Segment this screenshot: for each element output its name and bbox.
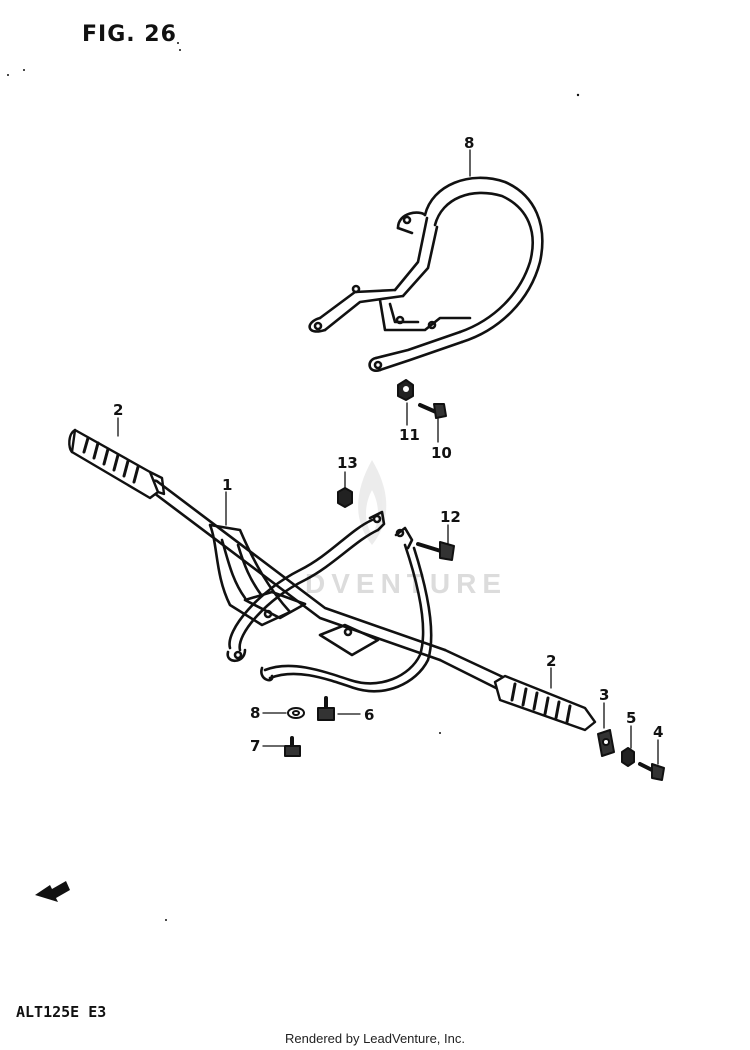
callout-4: 4 <box>653 723 664 741</box>
part-6-bolt <box>317 696 335 721</box>
leader-lines-top <box>344 149 471 546</box>
part-5-nut <box>621 747 635 767</box>
callout-7: 7 <box>250 737 261 755</box>
callout-11: 11 <box>399 426 420 444</box>
fwd-arrow-icon <box>35 881 70 902</box>
part-8-washer <box>287 707 305 719</box>
part-4-bolt <box>638 762 665 781</box>
part-9-rear-guard <box>308 176 544 372</box>
figure-title: FIG. 26 <box>82 22 177 47</box>
part-13-nut <box>337 487 353 508</box>
callout-13: 13 <box>337 454 358 472</box>
callout-3: 3 <box>599 686 610 704</box>
part-12-bolt <box>416 541 455 561</box>
callout-6: 6 <box>364 706 375 724</box>
part-11-nut <box>397 379 414 401</box>
scan-specks <box>7 42 580 921</box>
callout-9: 8 <box>464 134 475 152</box>
part-3-plate <box>597 729 615 757</box>
callout-1: 1 <box>222 476 233 494</box>
callout-8: 8 <box>250 704 261 722</box>
watermark-text: DVENTURE <box>305 568 508 599</box>
callout-10: 10 <box>431 444 452 462</box>
callout-2-left: 2 <box>113 401 124 419</box>
leader-lines-bottom <box>117 417 659 765</box>
callout-5: 5 <box>626 709 637 727</box>
callout-12: 12 <box>440 508 461 526</box>
part-10-bolt <box>418 403 447 419</box>
part-2-left-footpeg <box>68 428 166 500</box>
part-1-footrest-bar <box>146 479 507 693</box>
part-7-bolt <box>284 736 301 757</box>
callout-2-right: 2 <box>546 652 557 670</box>
model-code: ALT125E E3 <box>16 1003 107 1021</box>
part-2-right-footpeg <box>493 674 597 732</box>
render-credit: Rendered by LeadVenture, Inc. <box>285 1031 465 1046</box>
